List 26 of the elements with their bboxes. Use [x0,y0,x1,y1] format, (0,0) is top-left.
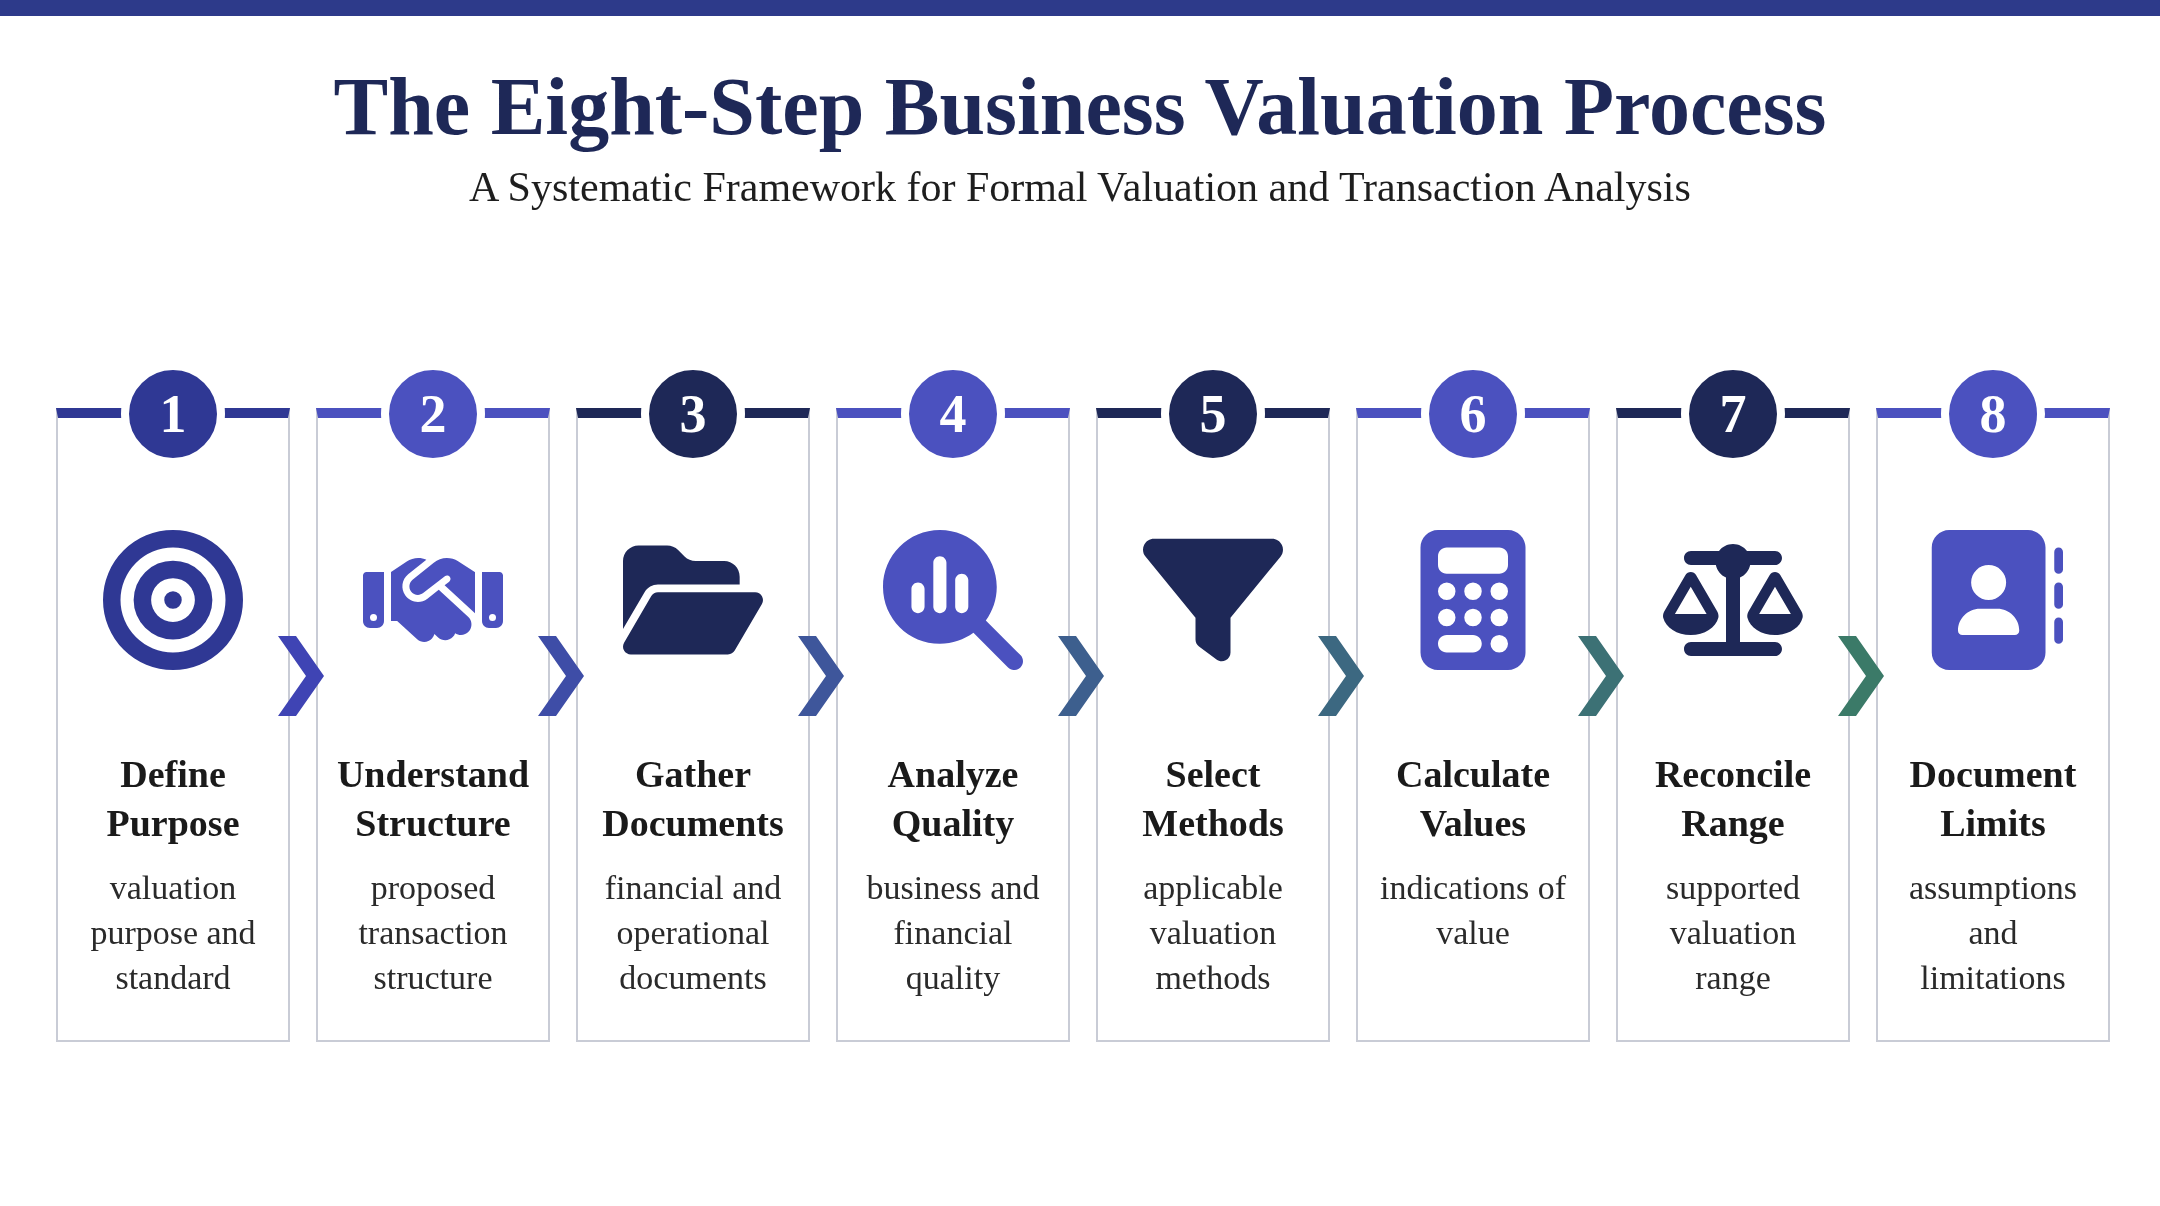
step-description: supported valuation range [1664,868,1802,998]
chevron-arrow [1838,636,1884,716]
chevron-arrow [538,636,584,716]
chevron-arrow [1578,636,1624,716]
step-title: Understand Structure [335,752,531,847]
step-description: proposed transaction structure [357,868,509,998]
step-title: Calculate Values [1394,752,1552,847]
title: The Eight-Step Business Valuation Process [333,62,1827,153]
step-title: Document Limits [1908,752,2078,847]
subtitle: A Systematic Framework for Formal Valuation and Transaction Analysis [469,164,1691,211]
step-title: Select Methods [1141,752,1285,847]
chevron-arrow [798,636,844,716]
step-title: Define Purpose [105,752,241,847]
step-description: valuation purpose and standard [89,868,257,998]
header-bar [0,0,2160,16]
chevron-arrow [1058,636,1104,716]
chevron-arrow [1318,636,1364,716]
step-title: Gather Documents [601,752,785,847]
step-description: financial and operational documents [603,868,783,998]
step-description: applicable valuation methods [1142,868,1284,998]
step-description: business and financial quality [865,868,1041,998]
step-description: indications of value [1379,868,1567,953]
step-description: assumptions and limitations [1907,868,2079,998]
chevron-arrow [278,636,324,716]
step-title: Reconcile Range [1653,752,1813,847]
step-title: Analyze Quality [886,752,1020,847]
